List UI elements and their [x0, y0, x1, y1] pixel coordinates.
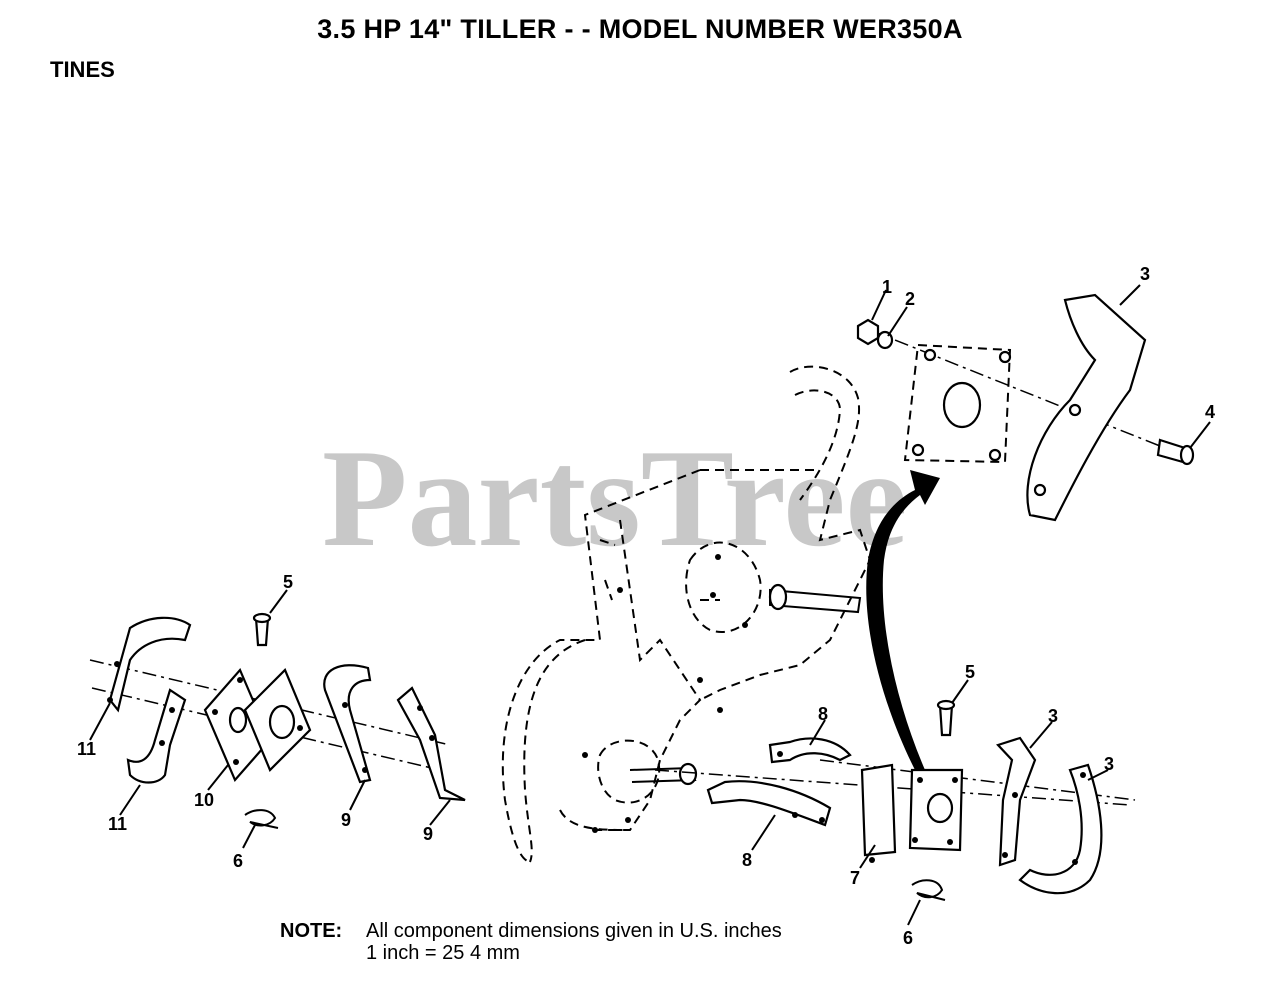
- callout-5-right: 5: [965, 662, 975, 682]
- callout-3-middle: 3: [1048, 706, 1058, 726]
- tiller-housing-outline: [501, 365, 872, 863]
- callout-3-right: 3: [1104, 754, 1114, 774]
- page-title: 3.5 HP 14" TILLER - - MODEL NUMBER WER35…: [317, 14, 963, 44]
- callout-9-right: 9: [423, 824, 433, 844]
- left-tine-assembly: [107, 612, 466, 829]
- callout-11-lower: 11: [108, 814, 127, 834]
- dimension-note: NOTE: All component dimensions given in U…: [280, 920, 782, 964]
- callout-numbers: 1 2 3 4 5 11 11 10 6 9 9 8 8 7 5 3 3 6: [77, 264, 1215, 948]
- callout-1: 1: [882, 277, 892, 297]
- note-line-2: 1 inch = 25 4 mm: [366, 942, 520, 964]
- assembly-arrow: [866, 470, 940, 770]
- callout-5-left: 5: [283, 572, 293, 592]
- callout-11-upper: 11: [77, 739, 96, 759]
- note-label: NOTE:: [280, 920, 343, 942]
- upper-tine-assembly: [856, 293, 1195, 522]
- callout-7: 7: [850, 868, 860, 888]
- callout-10: 10: [194, 790, 214, 810]
- section-heading: TINES: [50, 57, 115, 82]
- watermark-text: PartsTree: [322, 421, 908, 576]
- leader-lines: [89, 284, 1211, 926]
- note-line-1: All component dimensions given in U.S. i…: [366, 920, 782, 942]
- callout-4: 4: [1205, 402, 1215, 422]
- callout-9-left: 9: [341, 810, 351, 830]
- callout-2: 2: [905, 289, 915, 309]
- callout-6-right: 6: [903, 928, 913, 948]
- callout-8-lower: 8: [742, 850, 752, 870]
- callout-3-top: 3: [1140, 264, 1150, 284]
- right-tine-assembly: [706, 699, 1103, 901]
- callout-8-upper: 8: [818, 704, 828, 724]
- callout-6-left: 6: [233, 851, 243, 871]
